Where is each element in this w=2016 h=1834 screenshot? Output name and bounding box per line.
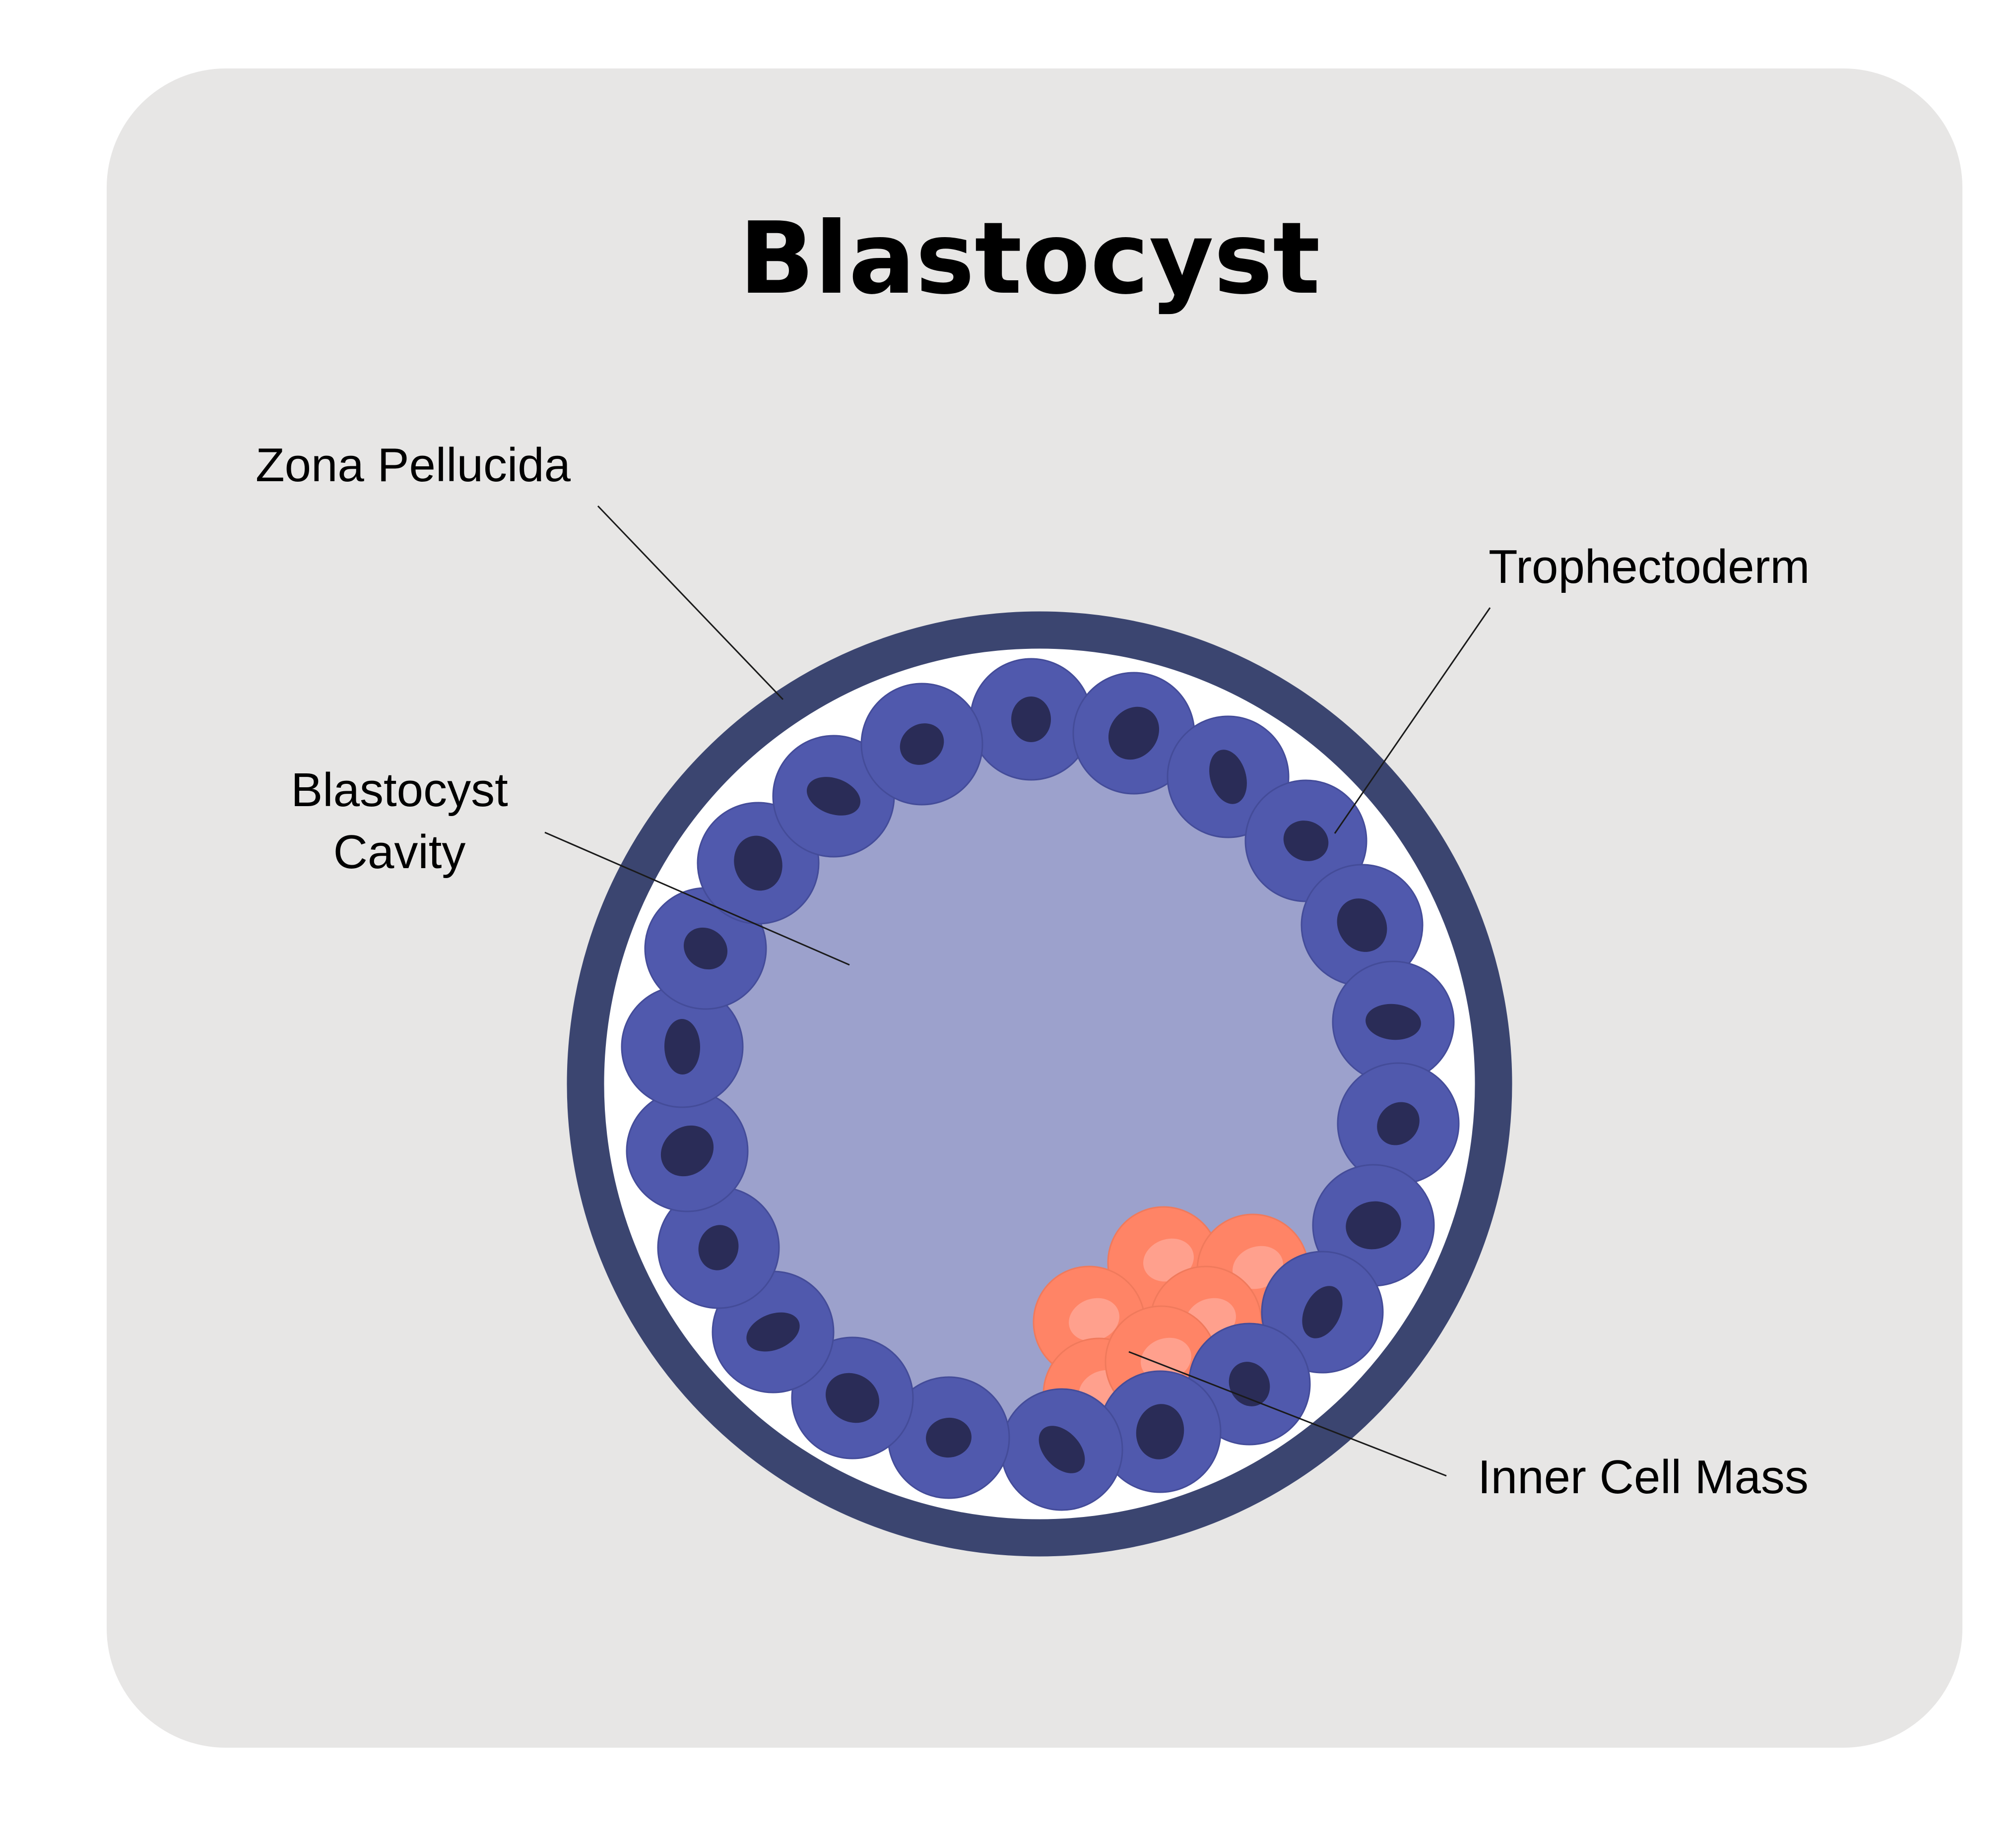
trophectoderm-cell (1099, 1370, 1222, 1493)
inner-cell-nucleus (1233, 1246, 1283, 1289)
trophectoderm-cell-nucleus (1011, 696, 1051, 742)
trophectoderm-cell (1337, 1062, 1460, 1185)
trophectoderm-cell-nucleus (1302, 1286, 1343, 1338)
trophectoderm-cell-nucleus (746, 1312, 800, 1352)
diagram-title: Blastocyst (739, 201, 1320, 316)
trophectoderm-cell (657, 1186, 780, 1309)
trophectoderm-cell-nucleus (1283, 821, 1329, 861)
trophectoderm-cell (1301, 864, 1424, 987)
blastocyst-cavity-label-line1: Blastocyst (291, 763, 508, 817)
trophectoderm-cell (1072, 672, 1195, 795)
zona-pellucida-leader-line (597, 505, 784, 700)
trophectoderm-cell-nucleus (1366, 1004, 1421, 1040)
trophectoderm-cell (1188, 1323, 1311, 1446)
trophectoderm-cell-nucleus (806, 777, 861, 816)
trophectoderm-cell-nucleus (734, 835, 782, 891)
blastocyst-cavity-label-line2: Cavity (333, 825, 466, 879)
trophectoderm-cell-nucleus (698, 1225, 739, 1270)
trophectoderm-leader-line (1334, 607, 1491, 834)
trophectoderm-cell-nucleus (926, 1417, 972, 1458)
trophectoderm-cell-nucleus (826, 1373, 879, 1423)
inner-cell-nucleus (1069, 1298, 1119, 1341)
zona-pellucida-label: Zona Pellucida (256, 439, 571, 492)
trophectoderm-cell-nucleus (1346, 1201, 1401, 1250)
inner-cell-mass-leader-line (1128, 1351, 1447, 1477)
trophectoderm-cell-nucleus (660, 1125, 714, 1177)
trophectoderm-cell-nucleus (900, 723, 944, 765)
trophectoderm-cell-nucleus (1136, 1404, 1184, 1459)
trophectoderm-cell (621, 985, 744, 1108)
trophectoderm-cell (970, 658, 1093, 781)
blastocyst-cavity-leader-line (544, 831, 850, 966)
inner-cell-mass-label: Inner Cell Mass (1478, 1451, 1809, 1504)
trophectoderm-cell (772, 735, 895, 858)
trophectoderm-label: Trophectoderm (1489, 540, 1810, 593)
trophectoderm-cell (860, 683, 983, 806)
trophectoderm-cell-nucleus (1337, 898, 1387, 952)
trophectoderm-cell-nucleus (664, 1019, 701, 1075)
trophectoderm-cell (1000, 1388, 1123, 1511)
trophectoderm-cell-nucleus (1039, 1426, 1085, 1473)
trophectoderm-cell-nucleus (1377, 1102, 1420, 1145)
trophectoderm-cell-nucleus (1108, 706, 1160, 760)
trophectoderm-cell (626, 1089, 749, 1212)
trophectoderm-cell-nucleus (1209, 750, 1247, 804)
inner-cell-nucleus (1143, 1238, 1194, 1282)
inner-cell-nucleus (1141, 1337, 1191, 1381)
trophectoderm-cell-nucleus (683, 927, 728, 970)
trophectoderm-cells (621, 658, 1460, 1511)
